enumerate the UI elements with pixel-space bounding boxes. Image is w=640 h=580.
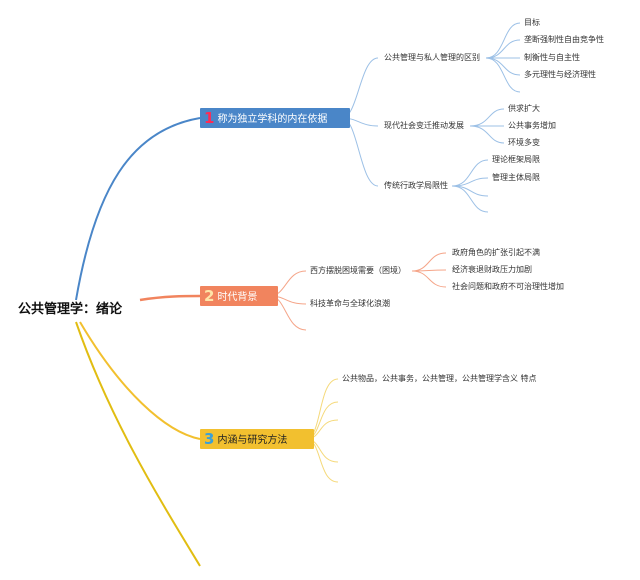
leaf-1-2-1[interactable]: 供求扩大 <box>508 104 540 113</box>
link-root-branch-3 <box>79 321 201 440</box>
leaf-1-1-4[interactable]: 多元理性与经济理性 <box>524 70 596 79</box>
link-s3-extra1 <box>451 185 489 197</box>
root-topic[interactable]: 公共管理学：绪论 <box>18 302 123 317</box>
branch-2-number: 2 <box>204 287 215 305</box>
leaf-2-1-1[interactable]: 政府角色的扩张引起不满 <box>452 248 540 257</box>
link-b2s1-leaf3 <box>411 270 447 288</box>
leaf-1-3-1[interactable]: 理论框架局限 <box>492 155 540 164</box>
branch-1-label: 称为独立学科的内在依据 <box>217 114 328 125</box>
subtopic-3-1[interactable]: 公共物品，公共事务，公共管理，公共管理学含义 特点 <box>342 374 537 383</box>
subtopic-1-1[interactable]: 公共管理与私人管理的区别 <box>384 53 480 62</box>
leaf-2-1-2[interactable]: 经济衰退财政压力加剧 <box>452 265 532 274</box>
leaf-2-1-3[interactable]: 社会问题和政府不可治理性增加 <box>452 282 564 291</box>
subtopic-1-3[interactable]: 传统行政学局限性 <box>384 181 448 190</box>
link-b1-sub3 <box>341 117 379 187</box>
subtopic-1-2[interactable]: 现代社会变迁推动发展 <box>384 121 464 130</box>
link-s1-extra <box>485 57 521 93</box>
leaf-1-2-3[interactable]: 环境多变 <box>508 138 540 147</box>
branch-1-number: 1 <box>204 109 215 127</box>
leaf-1-3-2[interactable]: 管理主体局限 <box>492 173 540 182</box>
link-s2-leaf1 <box>469 108 505 127</box>
leaf-1-1-2[interactable]: 垄断强制性自由竞争性 <box>524 35 604 44</box>
leaf-1-2-2[interactable]: 公共事务增加 <box>508 121 556 130</box>
link-root-branch-1 <box>75 117 201 301</box>
subtopic-2-2[interactable]: 科技革命与全球化浪潮 <box>310 299 390 308</box>
leaf-1-1-3[interactable]: 制衡性与自主性 <box>524 53 580 62</box>
subtopic-2-1[interactable]: 西方摆脱困境需要（困境） <box>310 266 406 275</box>
branch-3-number: 3 <box>204 430 215 448</box>
link-s1-leaf2 <box>485 39 521 59</box>
leaf-1-1-1[interactable]: 目标 <box>524 18 540 27</box>
link-s1-leaf1 <box>485 22 521 59</box>
link-root-tail <box>75 321 201 567</box>
link-s3-extra2 <box>451 185 489 213</box>
link-s2-leaf3 <box>469 125 505 144</box>
branch-2-label: 时代背景 <box>217 292 258 303</box>
branch-3-label: 内涵与研究方法 <box>217 435 288 446</box>
link-b2s1-leaf1 <box>411 252 447 272</box>
link-root-branch-2 <box>139 294 201 302</box>
